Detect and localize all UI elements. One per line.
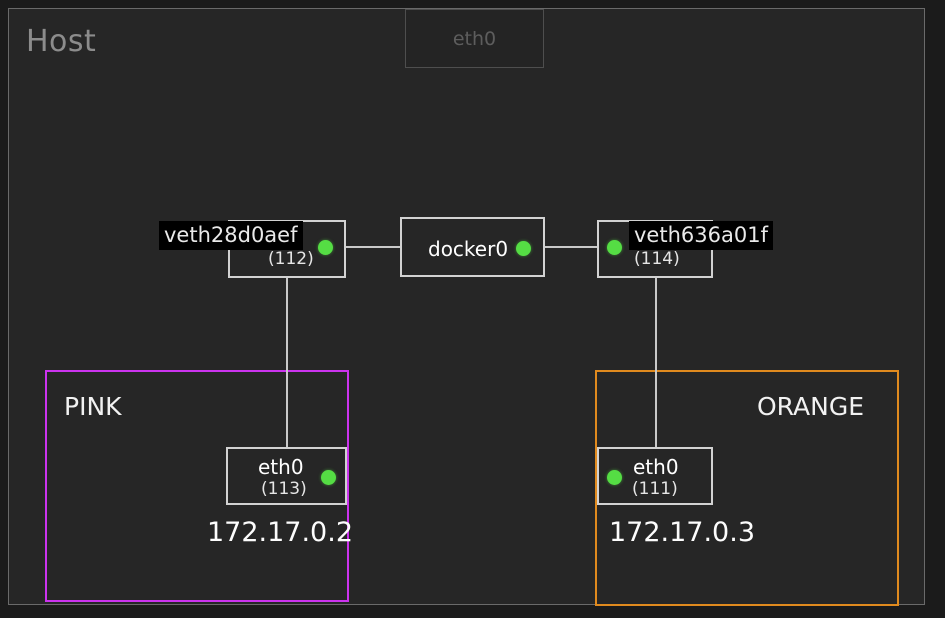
status-dot-up-icon [321, 470, 336, 485]
veth28d0aef-index: (112) [268, 249, 314, 269]
host-eth0-label: eth0 [452, 27, 497, 50]
node-pink-eth0[interactable]: eth0 (113) [226, 447, 347, 505]
container-name-orange: ORANGE [757, 392, 865, 421]
veth636a01f-label: veth636a01f [629, 221, 773, 250]
docker0-label: docker0 [428, 237, 509, 261]
edge-docker0-veth114 [545, 246, 598, 248]
pink-eth0-index: (113) [261, 479, 307, 499]
container-name-pink: PINK [64, 392, 122, 421]
pink-eth0-label: eth0 [258, 455, 304, 479]
edge-veth112-docker0 [345, 246, 401, 248]
container-zone-pink[interactable] [45, 370, 349, 602]
host-frame [8, 8, 925, 605]
host-eth0-node[interactable]: eth0 [405, 9, 544, 68]
veth28d0aef-label: veth28d0aef [159, 221, 303, 250]
status-dot-up-icon [607, 470, 622, 485]
status-dot-up-icon [607, 240, 622, 255]
status-dot-up-icon [318, 240, 333, 255]
edge-veth112-pink-eth0 [286, 277, 288, 447]
veth636a01f-index: (114) [634, 249, 680, 269]
orange-eth0-index: (111) [632, 479, 678, 499]
container-zone-orange[interactable] [595, 370, 899, 606]
status-dot-up-icon [516, 241, 531, 256]
pink-ip-address: 172.17.0.2 [207, 517, 353, 548]
node-docker0[interactable]: docker0 [400, 217, 545, 277]
orange-eth0-label: eth0 [633, 455, 679, 479]
node-orange-eth0[interactable]: eth0 (111) [597, 447, 713, 505]
edge-veth114-orange-eth0 [655, 277, 657, 447]
host-title: Host [26, 24, 97, 59]
orange-ip-address: 172.17.0.3 [609, 517, 755, 548]
